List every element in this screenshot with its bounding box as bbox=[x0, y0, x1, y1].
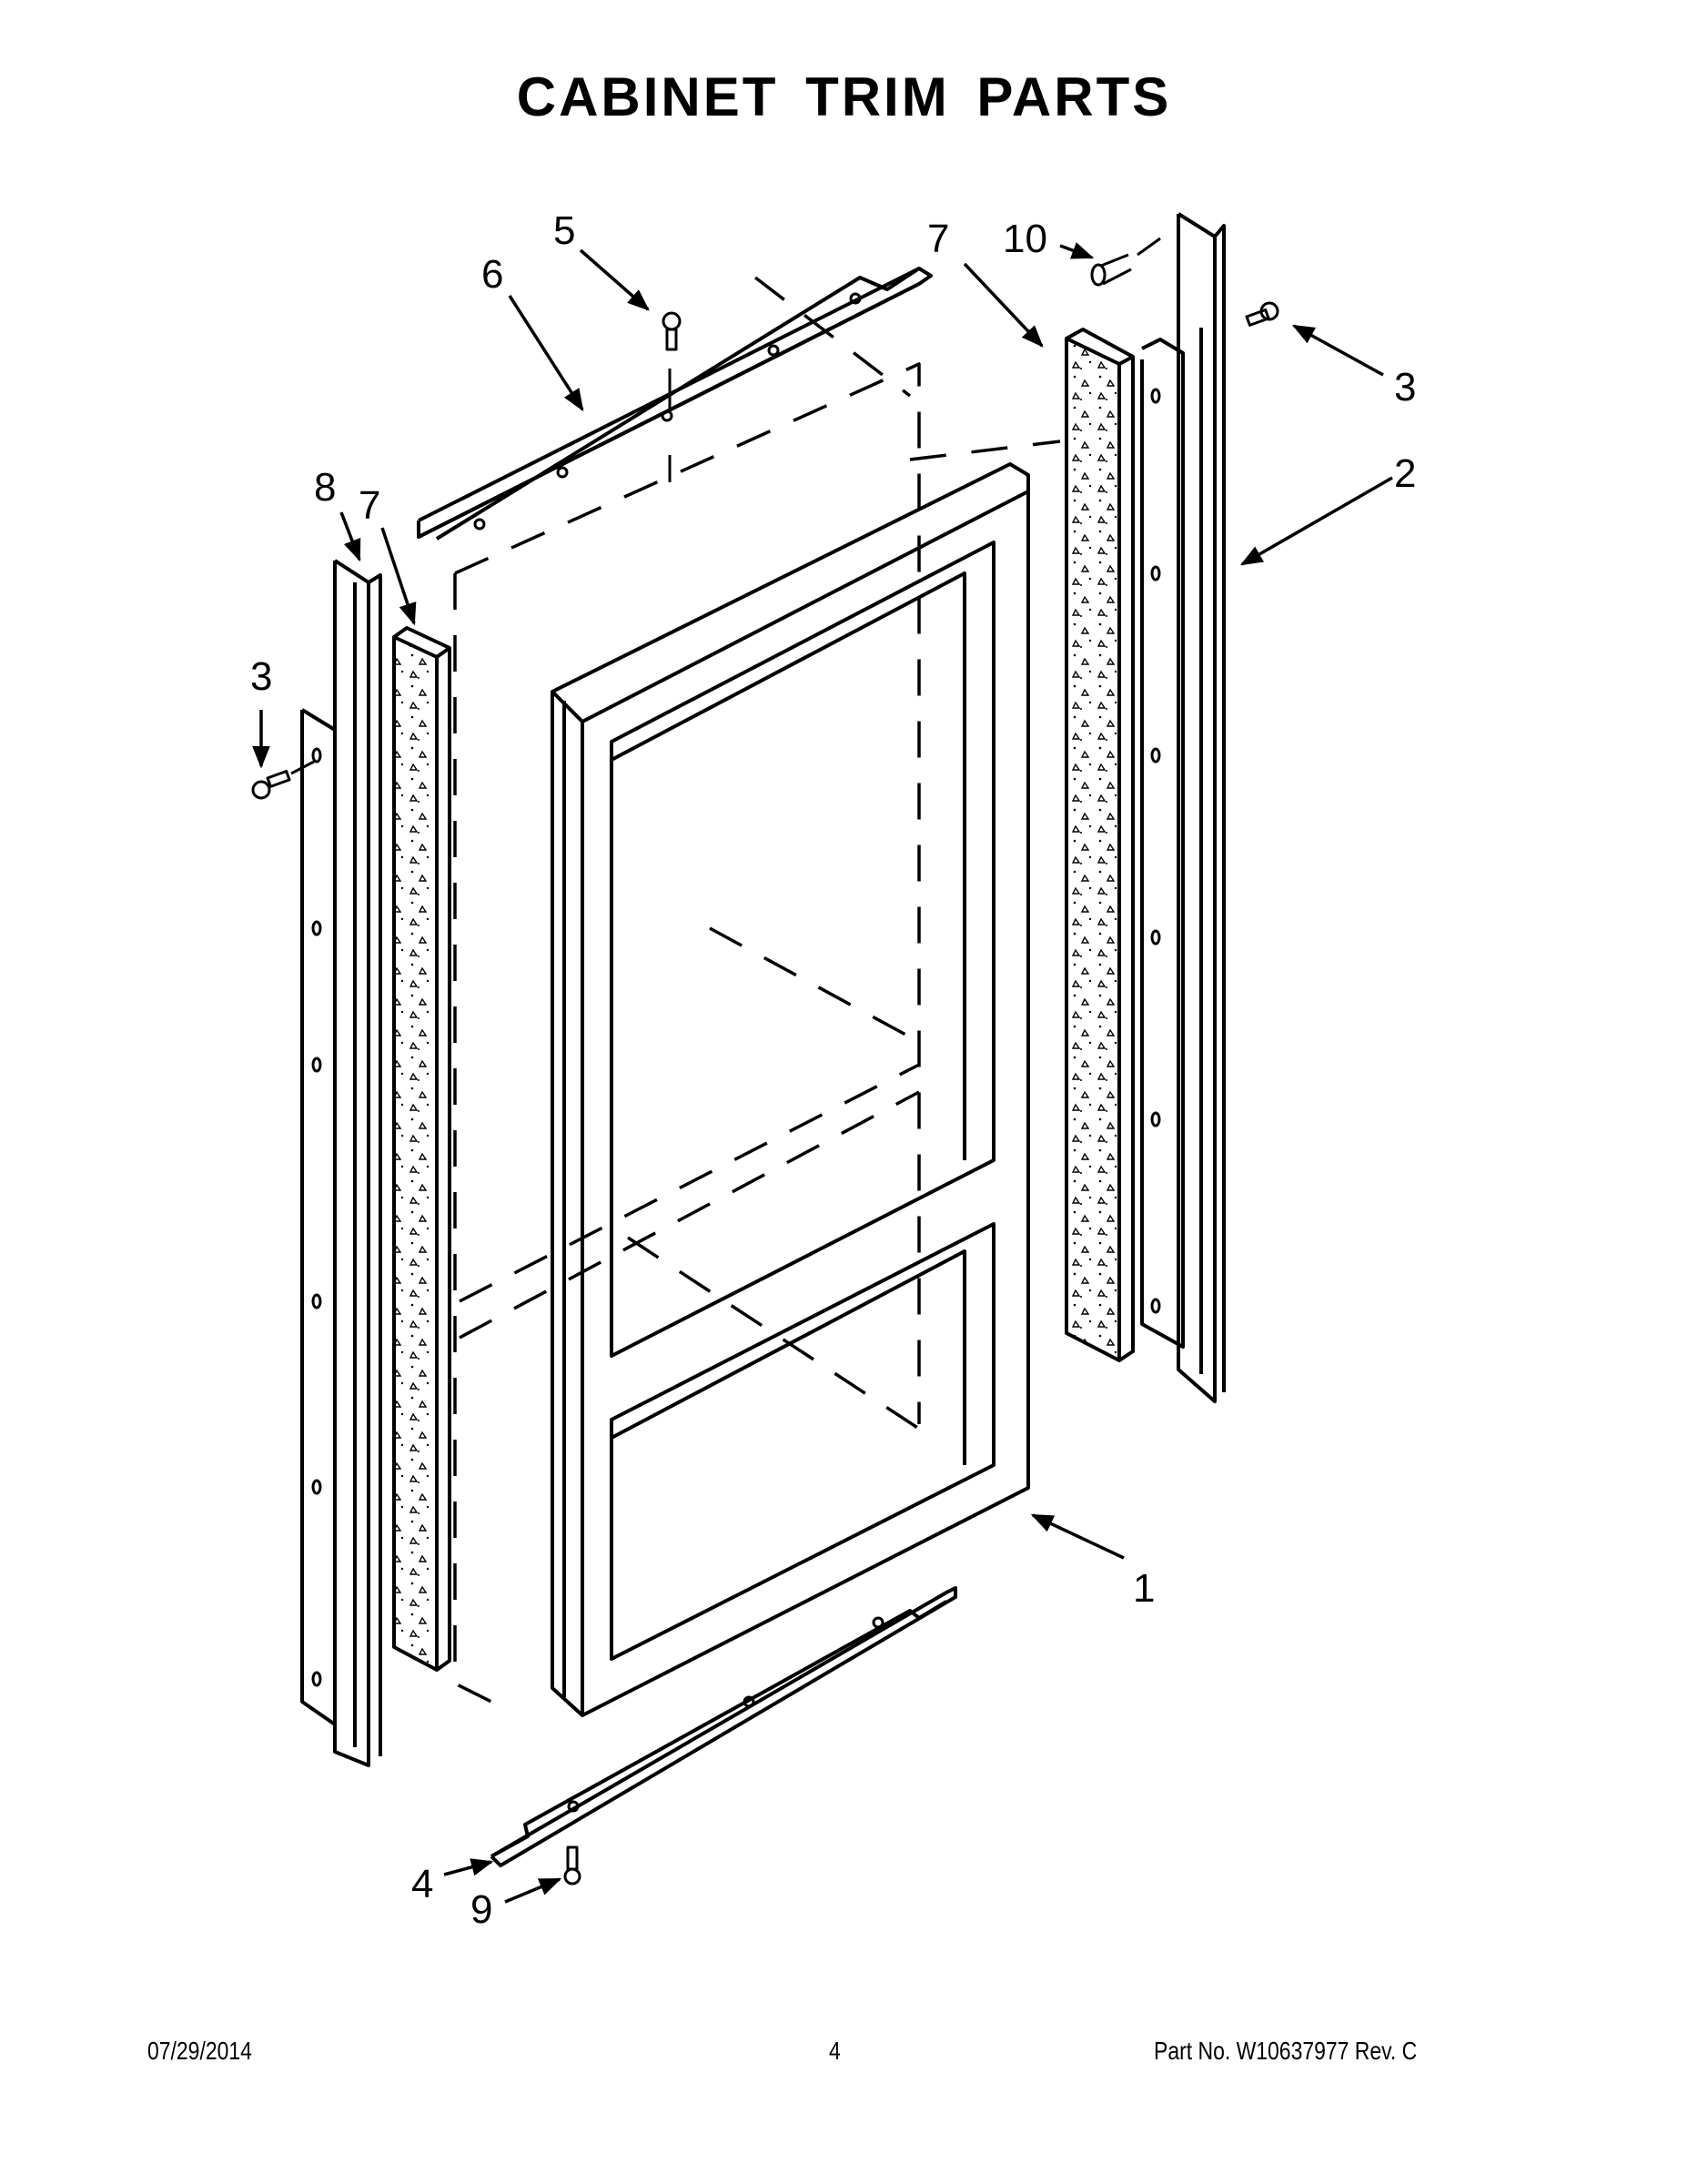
screw-part-9 bbox=[563, 1845, 581, 1886]
callout-9: 9 bbox=[470, 1887, 492, 1932]
footer-part-number: Part No. W10637977 Rev. C bbox=[1154, 2037, 1418, 2065]
callout-5: 5 bbox=[553, 208, 575, 253]
callout-6: 6 bbox=[481, 252, 503, 297]
top-trim-part-6 bbox=[417, 267, 933, 541]
screw-part-3-left bbox=[251, 760, 315, 800]
footer-date: 07/29/2014 bbox=[147, 2037, 252, 2065]
callout-7-left: 7 bbox=[359, 483, 380, 528]
screw-part-5 bbox=[662, 311, 682, 482]
cabinet-outline-dashed bbox=[453, 276, 1061, 1704]
right-foam-strip-part-7 bbox=[1065, 328, 1135, 1362]
footer-page-number: 4 bbox=[829, 2037, 841, 2065]
screw-part-3-right bbox=[1245, 301, 1279, 327]
door-frame-part-1 bbox=[551, 462, 1030, 1717]
callout-1: 1 bbox=[1133, 1566, 1155, 1611]
right-trim-part-2 bbox=[1140, 212, 1226, 1403]
callout-3-right: 3 bbox=[1394, 365, 1416, 410]
left-trim-part-8 bbox=[300, 559, 382, 1767]
page-title: CABINET TRIM PARTS bbox=[516, 66, 1172, 127]
callout-10: 10 bbox=[1003, 217, 1047, 261]
callout-8: 8 bbox=[314, 465, 336, 510]
left-foam-strip-part-7 bbox=[392, 626, 451, 1672]
bottom-trim-part-4 bbox=[490, 1586, 957, 1867]
callout-4: 4 bbox=[411, 1862, 433, 1906]
callout-7-right: 7 bbox=[927, 217, 949, 261]
pin-part-10 bbox=[1090, 237, 1161, 287]
callout-2: 2 bbox=[1394, 451, 1416, 496]
callout-3-left: 3 bbox=[250, 654, 272, 699]
